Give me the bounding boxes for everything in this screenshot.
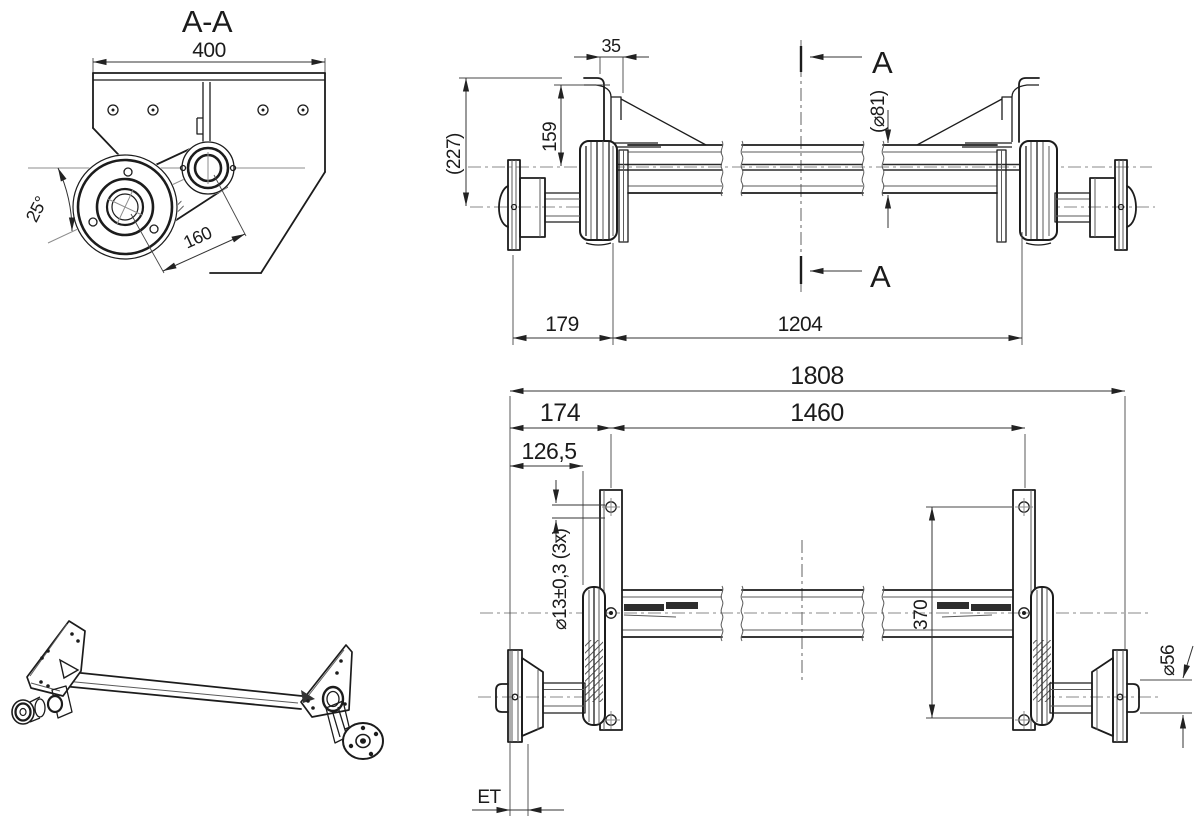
- dim-overall-width: 1808: [790, 362, 844, 390]
- hub-left-rear: [495, 649, 586, 743]
- dim-bracket-lip: 35: [601, 36, 621, 56]
- torsion-bars: [623, 602, 1011, 618]
- axle-tube: [581, 140, 1050, 197]
- axle-tube-section: [179, 141, 237, 195]
- dim-arm-angle: 25°: [22, 193, 52, 225]
- side-view: A A: [444, 36, 1155, 345]
- hub-right: [1054, 159, 1137, 251]
- section-marker-bottom: A: [870, 259, 891, 294]
- dim-hole-spacing: 370: [911, 600, 932, 630]
- isometric-view: [11, 620, 384, 760]
- dim-tube-diameter: (⌀81): [868, 90, 889, 133]
- section-view-aa: A-A 400: [22, 4, 326, 274]
- chassis-bracket-left: [583, 77, 707, 148]
- iso-hub-left: [11, 685, 73, 725]
- dim-plate-holes: ⌀13±0,3 (3x): [550, 528, 571, 630]
- rubber-suspension-left: [579, 140, 629, 246]
- rear-view: 1808 174 1460 126,5 ⌀13±0,3 (3x) 370 ⌀56: [472, 362, 1194, 816]
- dim-bracket-spacing: 1204: [778, 313, 824, 336]
- section-marker-top: A: [872, 45, 893, 80]
- section-title: A-A: [182, 4, 233, 39]
- axle-tube-rear: [621, 585, 1014, 642]
- iso-plate-left: [26, 620, 86, 697]
- suspension-arm-right: [1030, 586, 1054, 726]
- hub-left: [498, 159, 581, 251]
- chassis-bracket-right: [916, 77, 1040, 148]
- dim-arm-length: 160: [180, 222, 215, 252]
- dim-plate-width: 400: [192, 39, 226, 62]
- dim-top-to-tube-center: 159: [540, 122, 561, 152]
- dim-flange-to-bracket: 179: [545, 313, 579, 336]
- iso-hub-right: [321, 685, 384, 760]
- dim-top-to-hub-center: (227): [444, 133, 465, 175]
- dim-flange-to-arm: 126,5: [521, 438, 576, 464]
- dim-spindle-diameter: ⌀56: [1158, 645, 1179, 676]
- dim-flange-to-plate: 174: [540, 399, 581, 427]
- hub-right-rear: [1049, 649, 1140, 743]
- dim-plate-spacing: 1460: [790, 399, 844, 427]
- rubber-suspension-right: [996, 140, 1058, 246]
- suspension-arm-left: [582, 586, 606, 726]
- hub-section: [72, 154, 178, 260]
- dim-wheel-offset: ET: [477, 787, 501, 808]
- section-cut-line: A A: [799, 40, 894, 294]
